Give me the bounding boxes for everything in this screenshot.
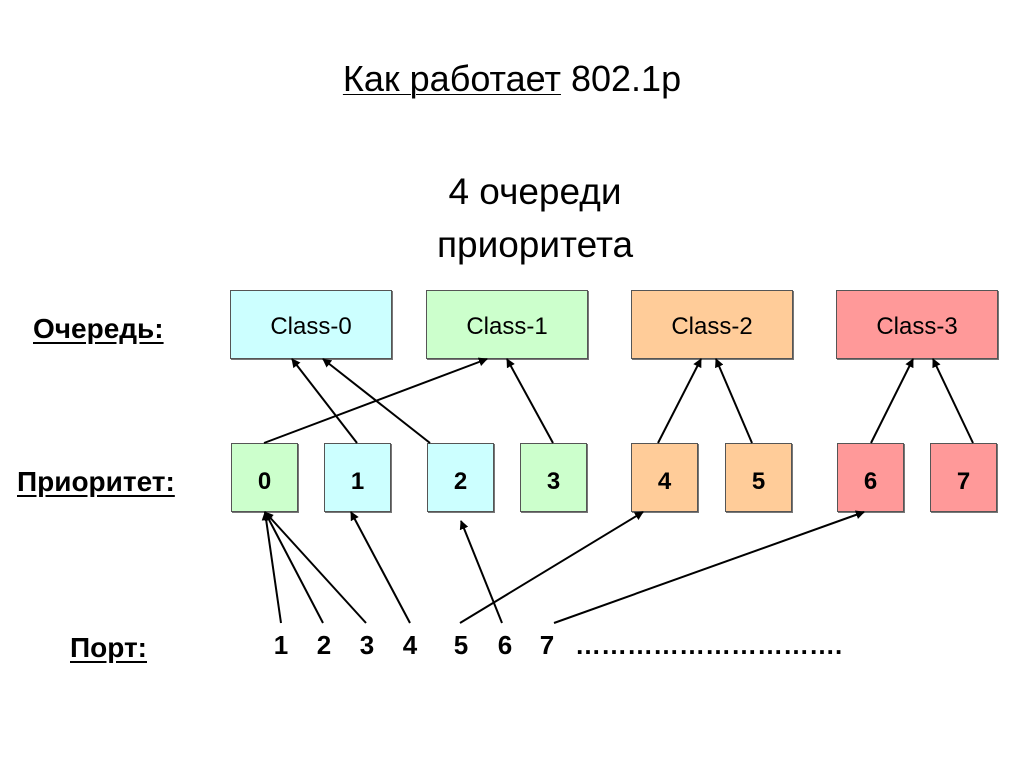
arrow-port-6-to-priority-2 — [459, 520, 503, 624]
arrow-priority-1-to-class-0 — [291, 358, 358, 444]
title-rest: 802.1p — [570, 58, 682, 99]
queue-row-label: Очередь: — [33, 313, 164, 344]
queue-class-0: Class-0 — [230, 290, 392, 359]
arrow-priority-2-to-class-0 — [322, 358, 431, 444]
slide-title: Как работает 802.1p — [0, 58, 1024, 100]
arrow-port-1-to-priority-0 — [261, 511, 282, 624]
arrow-priority-7-to-class-3 — [932, 358, 974, 444]
arrow-priority-4-to-class-2 — [657, 358, 702, 444]
priority-box-6: 6 — [837, 443, 904, 512]
arrow-priority-3-to-class-1 — [506, 358, 554, 444]
arrow-port-4-to-priority-1 — [350, 511, 411, 624]
ports-ellipsis: …………………………. — [575, 630, 843, 660]
subtitle-line-1: 4 очереди — [448, 171, 622, 212]
priority-box-4: 4 — [631, 443, 698, 512]
port-7: 7 — [539, 630, 555, 660]
subtitle-line-2: приоритета — [436, 224, 634, 265]
priority-row-label: Приоритет: — [17, 466, 175, 497]
priority-box-5: 5 — [725, 443, 792, 512]
arrow-port-7-to-priority-6 — [553, 510, 865, 624]
arrow-port-3-to-priority-0 — [264, 511, 367, 624]
arrow-priority-6-to-class-3 — [870, 358, 914, 444]
priority-box-0: 0 — [231, 443, 298, 512]
arrow-priority-5-to-class-2 — [715, 358, 753, 444]
queue-class-1: Class-1 — [426, 290, 588, 359]
port-4: 4 — [402, 630, 418, 660]
arrow-port-2-to-priority-0 — [264, 511, 324, 624]
port-3: 3 — [359, 630, 375, 660]
port-row-label: Порт: — [70, 632, 147, 663]
priority-box-2: 2 — [427, 443, 494, 512]
queue-class-2: Class-2 — [631, 290, 793, 359]
port-2: 2 — [316, 630, 332, 660]
port-6: 6 — [497, 630, 513, 660]
arrow-port-5-to-priority-4 — [459, 511, 644, 624]
priority-box-3: 3 — [520, 443, 587, 512]
port-1: 1 — [273, 630, 289, 660]
title-underlined: Как работает — [342, 58, 561, 99]
port-5: 5 — [453, 630, 469, 660]
queue-class-3: Class-3 — [836, 290, 998, 359]
priority-box-7: 7 — [930, 443, 997, 512]
slide-subtitle: 4 очереди приоритета — [0, 165, 1024, 271]
